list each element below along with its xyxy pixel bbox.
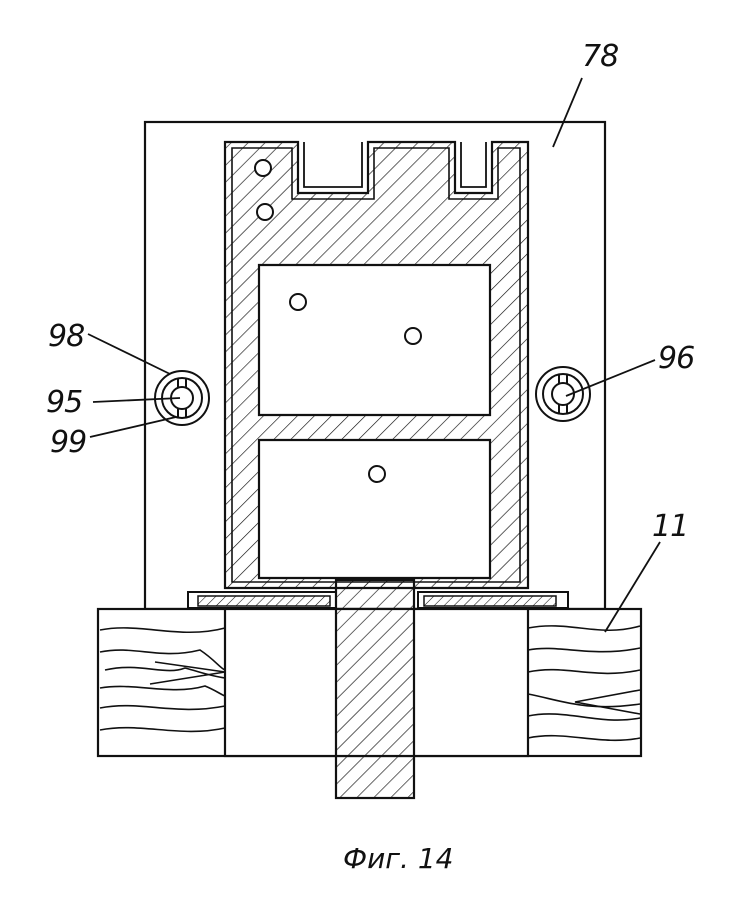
label-99: 99 — [50, 425, 86, 460]
label-98: 98 — [48, 319, 84, 354]
leader-95 — [92, 397, 181, 403]
label-11: 11 — [652, 509, 688, 544]
right-bushing — [535, 366, 591, 422]
hole — [256, 203, 274, 221]
leader-98 — [87, 333, 171, 375]
notch-left — [303, 142, 363, 188]
washer-left-hatched — [197, 595, 331, 607]
hole — [289, 293, 307, 311]
left-bushing — [154, 370, 210, 426]
leader-11 — [604, 541, 661, 633]
hole — [254, 159, 272, 177]
label-95: 95 — [46, 385, 82, 420]
leader-96 — [565, 359, 656, 397]
central-stem — [334, 578, 416, 800]
washer-right-hatched — [423, 595, 557, 607]
figure-caption: Фиг. 14 — [343, 842, 453, 875]
label-78: 78 — [582, 39, 618, 74]
notch-right — [460, 142, 487, 188]
hole — [404, 327, 422, 345]
label-96: 96 — [658, 341, 694, 376]
hole — [368, 465, 386, 483]
hatched-frame — [223, 140, 530, 590]
frame-inner-outline — [231, 147, 521, 583]
leader-78 — [552, 77, 583, 148]
leader-99 — [89, 416, 177, 438]
